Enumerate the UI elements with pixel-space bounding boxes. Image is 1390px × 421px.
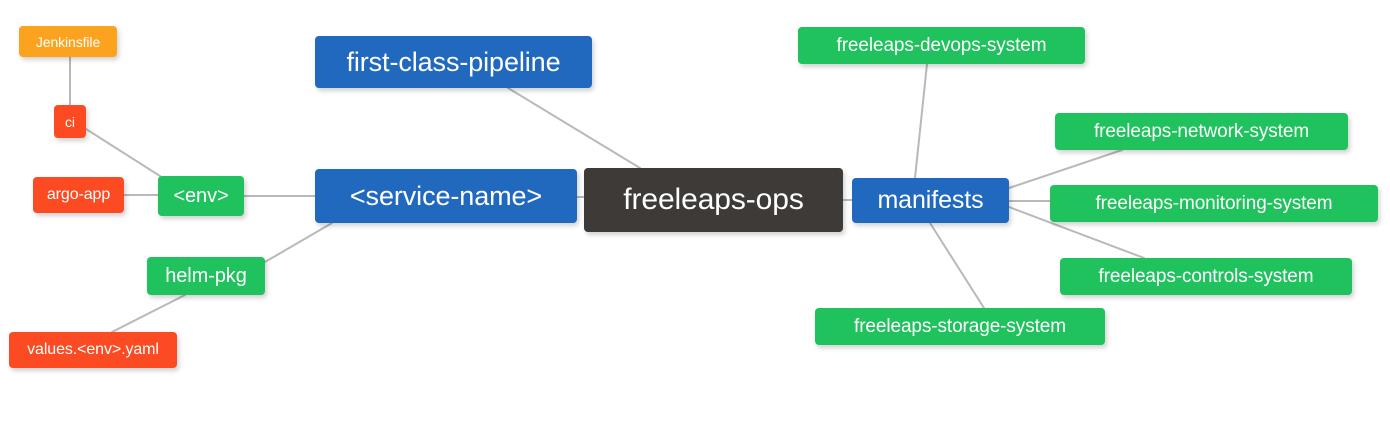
mindmap-node-freeleaps-controls-system[interactable]: freeleaps-controls-system (1060, 258, 1352, 295)
edge-manifests-to-freeleaps-devops-system (914, 63, 928, 179)
edge-manifests-to-freeleaps-storage-system (929, 222, 985, 309)
mindmap-node-freeleaps-ops[interactable]: freeleaps-ops (584, 168, 843, 232)
edge-manifests-to-freeleaps-network-system (1008, 149, 1123, 189)
mindmap-node-values-env-yaml[interactable]: values.<env>.yaml (9, 332, 177, 368)
edge-helm-pkg-to-values-env-yaml (111, 294, 186, 333)
mindmap-node-argo-app[interactable]: argo-app (33, 177, 124, 213)
mindmap-node-first-class-pipeline[interactable]: first-class-pipeline (315, 36, 592, 88)
edge-first-class-pipeline-to-freeleaps-ops (507, 87, 641, 169)
mindmap-node-helm-pkg[interactable]: helm-pkg (147, 257, 265, 295)
mindmap-node-jenkinsfile[interactable]: Jenkinsfile (19, 26, 117, 57)
mindmap-node-freeleaps-monitoring-system[interactable]: freeleaps-monitoring-system (1050, 185, 1378, 222)
mindmap-node-ci[interactable]: ci (54, 105, 86, 138)
mindmap-node-manifests[interactable]: manifests (852, 178, 1009, 223)
mindmap-node-freeleaps-network-system[interactable]: freeleaps-network-system (1055, 113, 1348, 150)
mindmap-node-service-name[interactable]: <service-name> (315, 169, 577, 223)
mindmap-node-freeleaps-storage-system[interactable]: freeleaps-storage-system (815, 308, 1105, 345)
edge-service-name-to-helm-pkg (264, 222, 333, 263)
edge-ci-to-env (85, 128, 161, 177)
mindmap-node-freeleaps-devops-system[interactable]: freeleaps-devops-system (798, 27, 1085, 64)
mindmap-node-env[interactable]: <env> (158, 176, 244, 216)
